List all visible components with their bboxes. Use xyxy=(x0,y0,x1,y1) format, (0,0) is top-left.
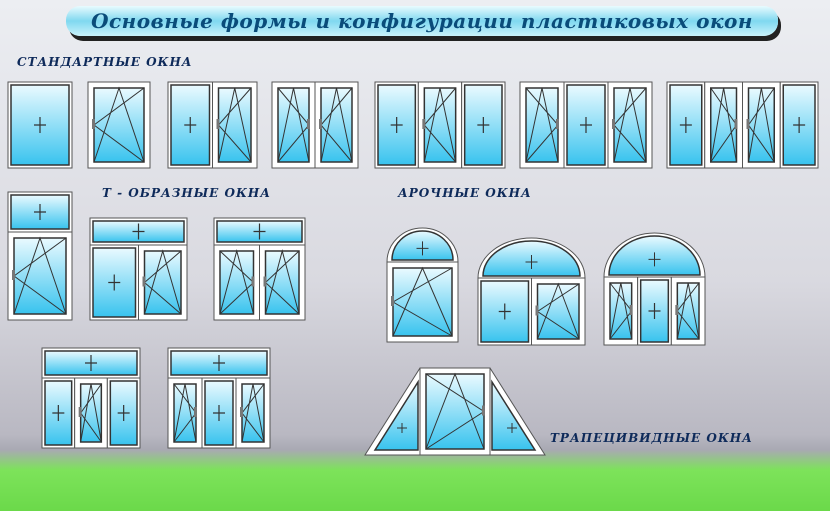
fixed-pane-icon xyxy=(52,405,65,421)
handle-icon xyxy=(142,276,146,287)
handle-icon xyxy=(482,405,485,416)
fixed-pane-icon xyxy=(477,117,490,133)
fixed-pane-icon xyxy=(679,117,692,133)
t-window-two xyxy=(89,217,188,321)
window-two-pane xyxy=(167,81,258,169)
fixed-pane-icon xyxy=(525,255,538,269)
fixed-pane-icon xyxy=(213,405,225,421)
handle-icon xyxy=(194,407,197,417)
handle-icon xyxy=(675,305,679,315)
label-standard-windows: СТАНДАРТНЫЕ ОКНА xyxy=(17,55,193,69)
fixed-pane-icon xyxy=(34,204,46,220)
fixed-pane-icon xyxy=(85,355,97,371)
fixed-pane-icon xyxy=(648,252,661,267)
fixed-pane-icon xyxy=(793,117,806,133)
fixed-pane-icon xyxy=(397,423,517,433)
handle-icon xyxy=(612,119,615,129)
window-three-pane-center-fixed xyxy=(519,81,653,169)
handle-icon xyxy=(319,119,322,129)
t-window-single xyxy=(7,191,73,321)
handle-icon xyxy=(12,270,15,280)
window-single-fixed xyxy=(7,81,73,169)
t-window-three-alt xyxy=(167,347,271,449)
label-arched-windows: АРОЧНЫЕ ОКНА xyxy=(398,186,532,200)
handle-icon xyxy=(746,119,750,129)
fixed-pane-icon xyxy=(416,241,429,256)
page-title: Основные формы и конфигурации пластиковы… xyxy=(66,6,778,36)
fixed-pane-icon xyxy=(498,303,511,320)
arched-window-two xyxy=(477,237,586,346)
window-single-tilt xyxy=(87,81,151,169)
t-window-three xyxy=(41,347,141,449)
handle-icon xyxy=(240,407,243,417)
fixed-pane-icon xyxy=(108,274,121,291)
handle-icon xyxy=(535,305,539,316)
window-three-pane xyxy=(374,81,506,169)
window-two-tilt xyxy=(271,81,359,169)
arched-window-three xyxy=(603,232,706,346)
handle-icon xyxy=(734,119,738,129)
fixed-pane-icon xyxy=(34,117,46,133)
handle-icon xyxy=(263,276,267,287)
fixed-pane-icon xyxy=(117,405,130,421)
fixed-pane-icon xyxy=(213,355,225,371)
handle-icon xyxy=(629,305,633,315)
handle-icon xyxy=(556,119,559,129)
fixed-pane-icon xyxy=(648,303,661,319)
trapezoid-window xyxy=(364,367,546,456)
handle-icon xyxy=(92,119,95,129)
handle-icon xyxy=(422,119,426,129)
fixed-pane-icon xyxy=(184,117,197,133)
handle-icon xyxy=(251,276,255,287)
label-trapezoid-windows: ТРАПЕЦИВИДНЫЕ ОКНА xyxy=(550,431,753,445)
handle-icon xyxy=(391,296,394,306)
label-t-shaped-windows: Т - ОБРАЗНЫЕ ОКНА xyxy=(102,186,271,200)
arched-window-single xyxy=(386,227,459,343)
handle-icon xyxy=(78,407,82,417)
fixed-pane-icon xyxy=(132,223,145,240)
handle-icon xyxy=(216,119,220,129)
fixed-pane-icon xyxy=(253,223,266,240)
handle-icon xyxy=(307,119,310,129)
window-four-pane xyxy=(666,81,819,169)
t-window-two-tilt xyxy=(213,217,306,321)
fixed-pane-icon xyxy=(390,117,403,133)
fixed-pane-icon xyxy=(580,117,592,133)
